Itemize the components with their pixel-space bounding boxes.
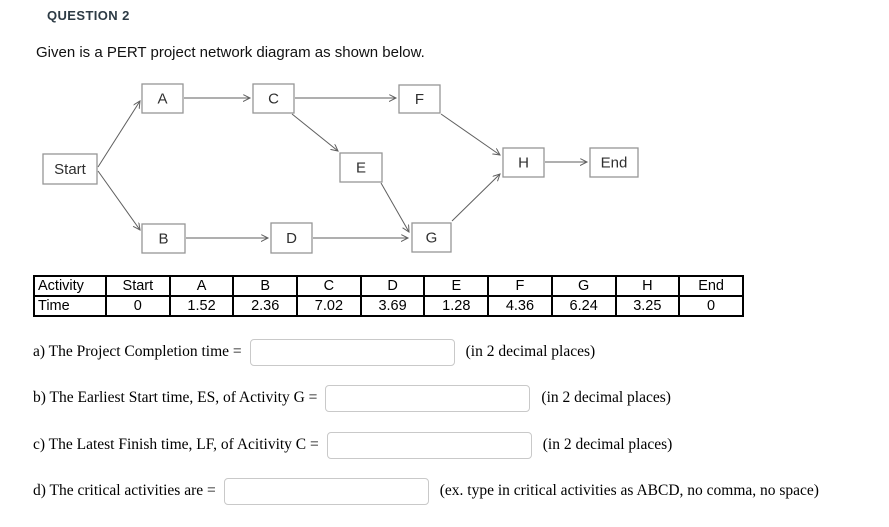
node-f-box bbox=[398, 84, 441, 114]
edge-start-a bbox=[97, 101, 140, 168]
node-d-box bbox=[270, 222, 313, 254]
activity-header-cell: G bbox=[550, 275, 617, 297]
activity-header-cell: E bbox=[423, 275, 490, 297]
activity-header-cell: End bbox=[678, 275, 744, 297]
node-a-box bbox=[141, 83, 184, 114]
activity-header-cell: C bbox=[296, 275, 362, 297]
question-d-note: (ex. type in critical activities as ABCD… bbox=[439, 482, 819, 499]
time-value-cell: 6.24 bbox=[550, 295, 617, 317]
edge-f-h bbox=[440, 113, 500, 155]
question-title: QUESTION 2 bbox=[47, 8, 130, 23]
activity-header-cell: F bbox=[487, 275, 553, 297]
time-value-cell: 3.25 bbox=[614, 295, 681, 317]
answer-input-c[interactable] bbox=[326, 431, 532, 459]
node-b-label: B bbox=[158, 231, 168, 248]
question-row-a: a) The Project Completion time = (in 2 de… bbox=[33, 338, 595, 366]
node-g-box bbox=[411, 222, 452, 253]
node-a-label: A bbox=[157, 91, 167, 108]
edge-start-b bbox=[97, 170, 140, 230]
node-h-label: H bbox=[518, 155, 529, 172]
question-a-label: a) The Project Completion time = bbox=[33, 343, 242, 360]
node-e-label: E bbox=[356, 160, 366, 177]
node-end-label: End bbox=[601, 155, 628, 172]
node-f-label: F bbox=[415, 91, 424, 108]
time-value-cell: 0 bbox=[105, 295, 171, 317]
question-row-c: c) The Latest Finish time, LF, of Acitiv… bbox=[33, 431, 672, 459]
node-h-box bbox=[502, 147, 545, 178]
activity-header-cell: H bbox=[614, 275, 681, 297]
time-value-cell: 4.36 bbox=[487, 295, 553, 317]
edge-g-h bbox=[451, 174, 500, 222]
time-value-cell: 1.28 bbox=[423, 295, 490, 317]
question-b-label: b) The Earliest Start time, ES, of Activ… bbox=[33, 389, 318, 406]
node-e-box bbox=[339, 152, 383, 183]
node-start-box bbox=[42, 153, 98, 185]
time-value-cell: 7.02 bbox=[296, 295, 362, 317]
time-value-cell: 2.36 bbox=[232, 295, 299, 317]
node-d-label: D bbox=[286, 230, 297, 247]
activity-header-cell: B bbox=[232, 275, 299, 297]
node-end-box bbox=[589, 147, 639, 178]
diagram-edges bbox=[97, 98, 587, 238]
activity-header-cell: A bbox=[168, 275, 235, 297]
time-value-cell: 3.69 bbox=[359, 295, 426, 317]
answer-input-b[interactable] bbox=[325, 384, 531, 412]
intro-text: Given is a PERT project network diagram … bbox=[36, 44, 425, 61]
question-c-label: c) The Latest Finish time, LF, of Acitiv… bbox=[33, 436, 319, 453]
question-a-note: (in 2 decimal places) bbox=[465, 343, 596, 360]
question-row-b: b) The Earliest Start time, ES, of Activ… bbox=[33, 384, 671, 412]
question-c-note: (in 2 decimal places) bbox=[542, 436, 673, 453]
answer-input-d[interactable] bbox=[223, 477, 429, 505]
answer-input-a[interactable] bbox=[249, 338, 455, 366]
activity-header-cell: Start bbox=[105, 275, 171, 297]
edge-e-g bbox=[380, 182, 409, 232]
activity-header-cell: Activity bbox=[33, 275, 107, 297]
node-start-label: Start bbox=[54, 161, 87, 178]
question-d-label: d) The critical activities are = bbox=[33, 482, 216, 499]
time-value-cell: 0 bbox=[678, 295, 744, 317]
time-value-cell: 1.52 bbox=[168, 295, 235, 317]
activity-header-cell: D bbox=[359, 275, 426, 297]
node-c-box bbox=[252, 83, 295, 114]
node-b-box bbox=[141, 223, 186, 254]
node-g-label: G bbox=[426, 230, 438, 247]
node-c-label: C bbox=[268, 91, 279, 108]
question-row-d: d) The critical activities are = (ex. typ… bbox=[33, 477, 819, 505]
edge-c-e bbox=[291, 113, 338, 151]
question-b-note: (in 2 decimal places) bbox=[541, 389, 671, 406]
time-value-cell: Time bbox=[33, 295, 107, 317]
